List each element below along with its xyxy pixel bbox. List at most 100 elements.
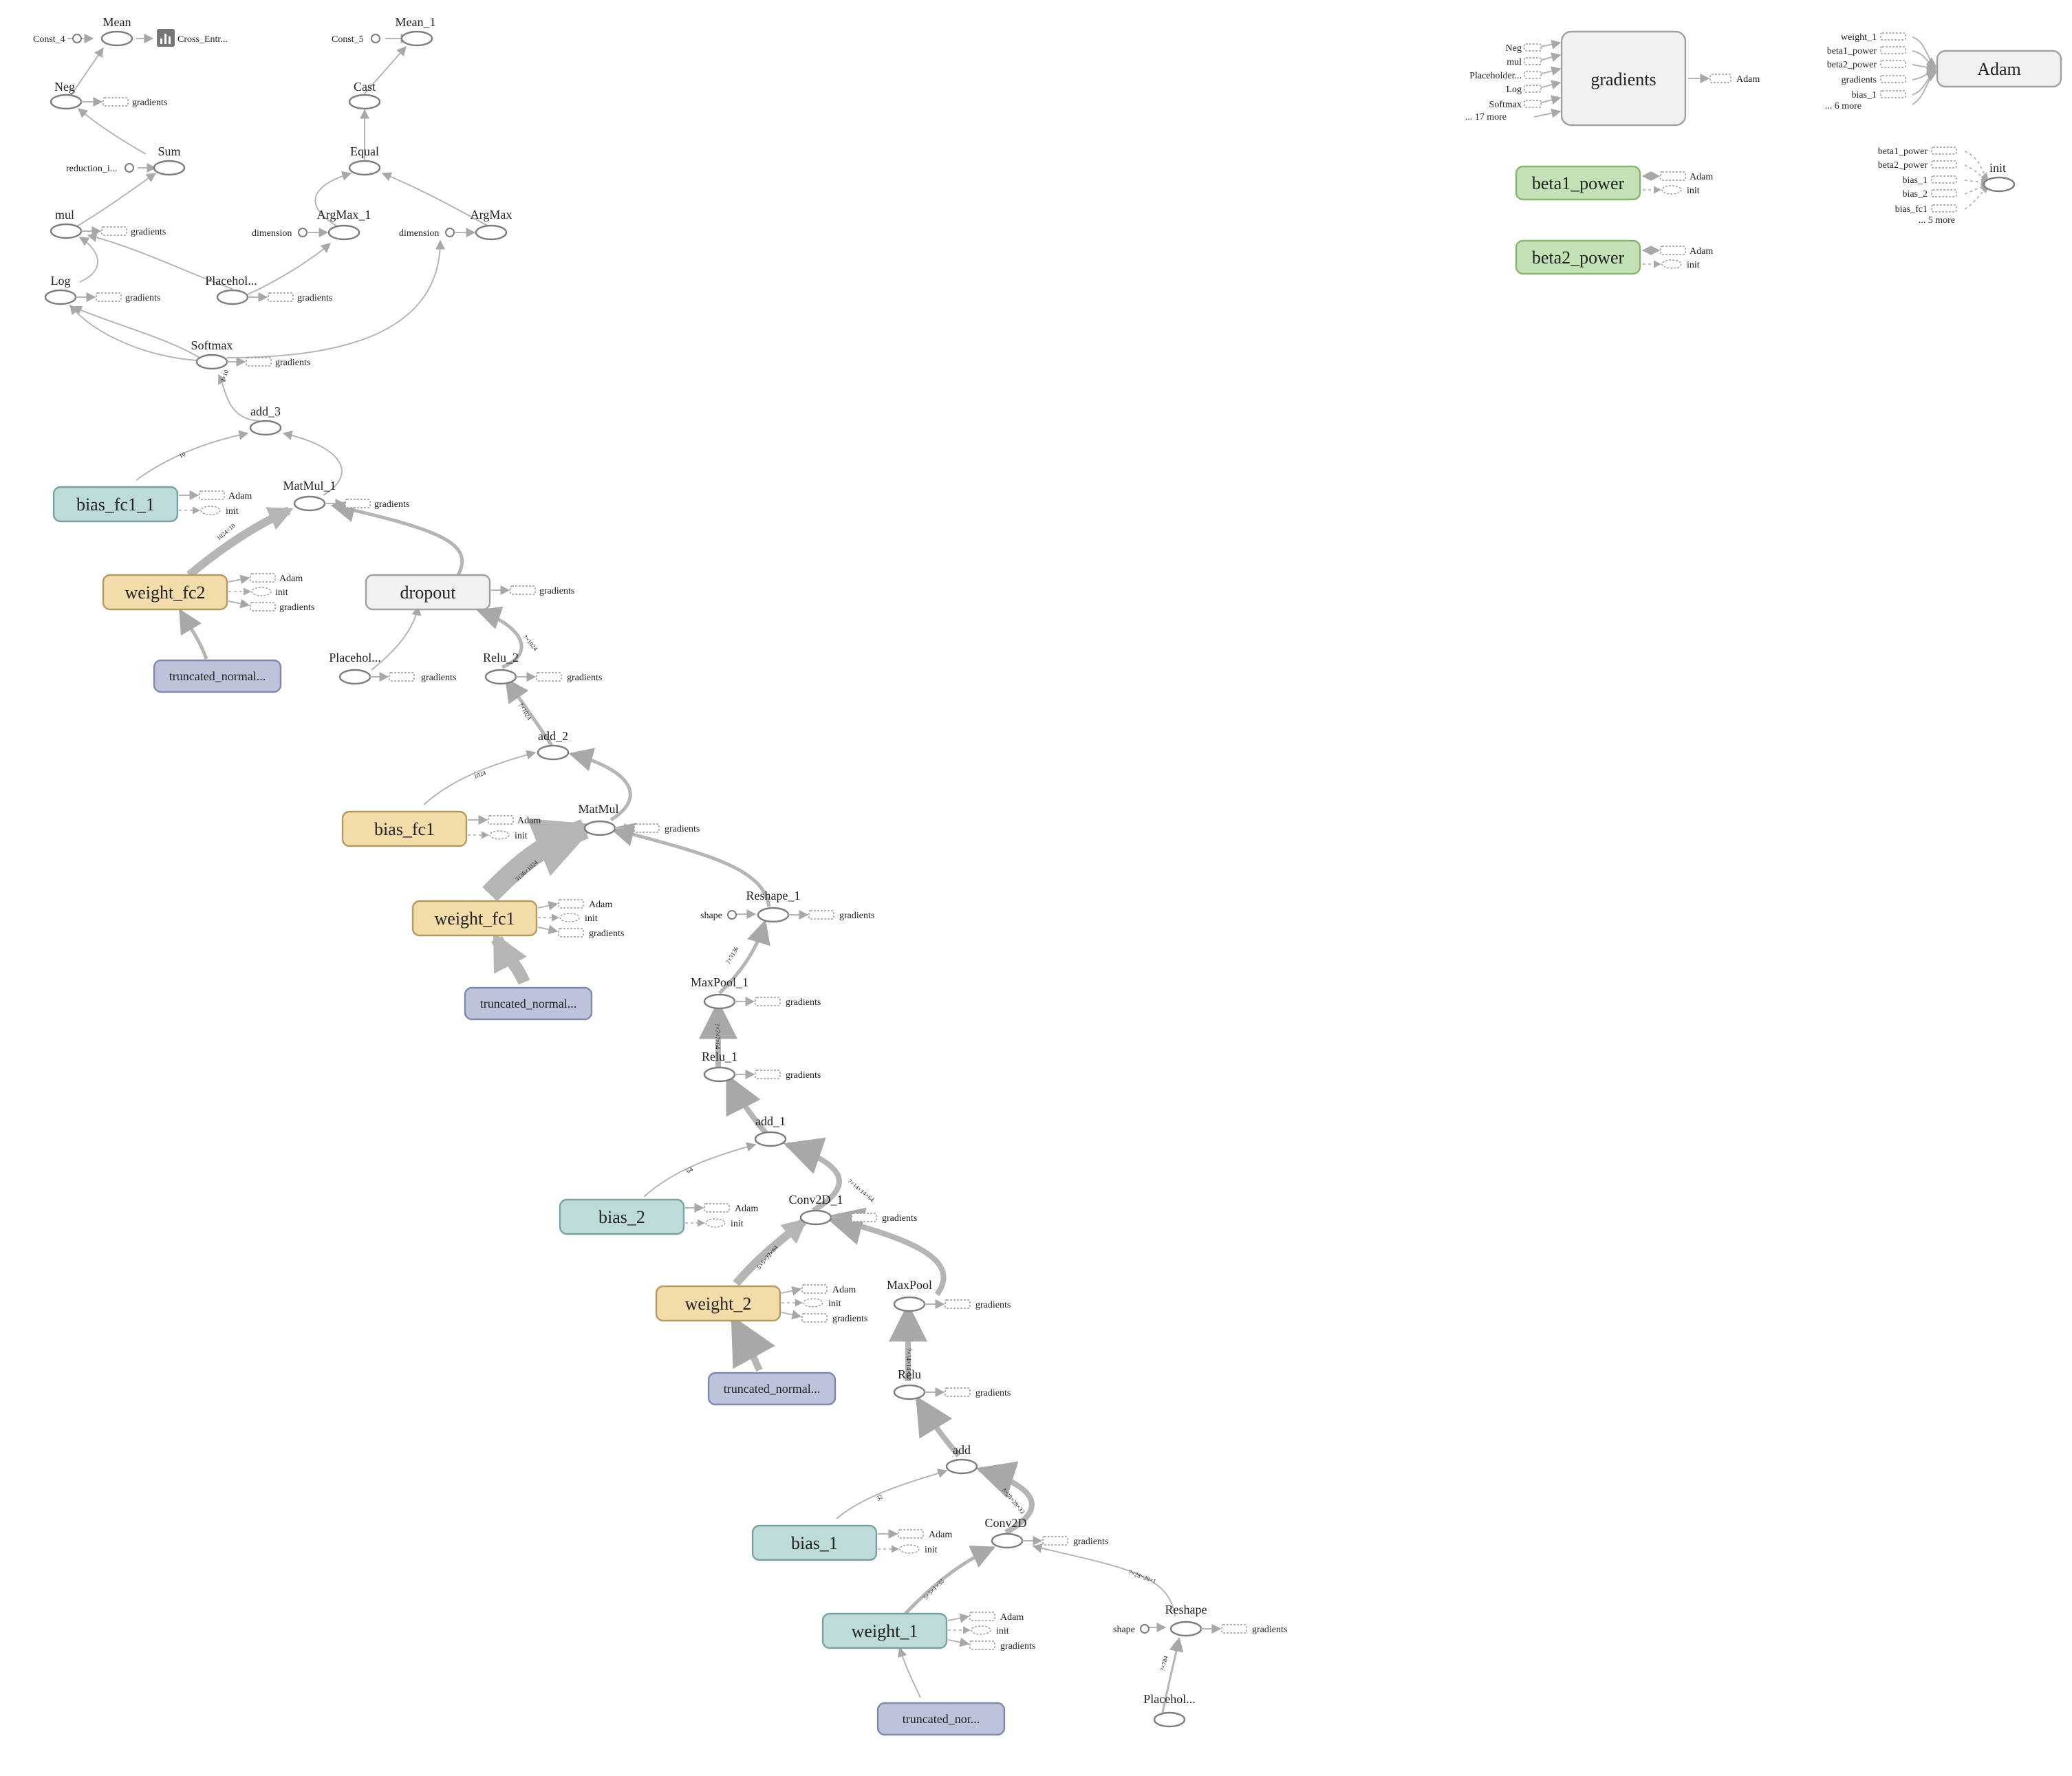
op-node-conv2d-1[interactable]	[799, 1209, 832, 1226]
stub-gradients	[634, 823, 660, 833]
op-node-argmax[interactable]	[475, 224, 508, 241]
node-label: Cast	[354, 80, 376, 94]
op-node-matmul-1[interactable]	[293, 495, 326, 512]
const-node[interactable]	[445, 228, 455, 237]
op-node-relu-2[interactable]	[484, 669, 517, 685]
op-node-reshape-1[interactable]	[757, 907, 790, 923]
node-label: Equal	[350, 144, 379, 158]
stub-gradients	[808, 910, 834, 920]
edge-label: ?×7×7×64	[714, 1024, 721, 1050]
op-node-equal[interactable]	[348, 160, 381, 176]
op-node-reshape[interactable]	[1169, 1621, 1202, 1637]
stub-gradients	[1042, 1536, 1068, 1546]
node-label: MatMul	[578, 802, 618, 816]
const-node[interactable]	[72, 34, 82, 43]
op-node-softmax[interactable]	[195, 354, 228, 370]
initializer-truncated-normal[interactable]	[464, 986, 593, 1021]
stub-gradients	[755, 1070, 781, 1079]
op-node-placeholder[interactable]	[338, 669, 371, 685]
op-node-relu-1[interactable]	[703, 1066, 736, 1083]
op-node-log[interactable]	[44, 289, 77, 305]
node-label: Reshape	[1165, 1603, 1207, 1616]
stub-green	[1880, 46, 1906, 54]
node-label: weight_2	[685, 1294, 752, 1314]
op-node-argmax-1[interactable]	[327, 224, 360, 241]
node-label: shape	[700, 911, 722, 921]
const-node[interactable]	[298, 228, 307, 237]
stub	[1524, 57, 1542, 65]
variable-weight-fc1[interactable]	[411, 900, 538, 937]
stub-init	[251, 587, 272, 596]
stub-gradients	[851, 1213, 877, 1222]
op-node-relu[interactable]	[893, 1384, 926, 1400]
op-node-neg[interactable]	[50, 94, 83, 110]
stub-label: ... 17 more	[1465, 112, 1507, 122]
stub	[1524, 71, 1542, 79]
node-label: Const_4	[33, 34, 65, 45]
node-label: beta2_power	[1532, 248, 1625, 268]
stub-label: Adam	[929, 1530, 952, 1540]
node-label: truncated_normal...	[169, 669, 266, 683]
op-node-maxpool[interactable]	[893, 1296, 926, 1312]
stub-label: gradients	[786, 1070, 821, 1081]
variable-weight-2[interactable]	[655, 1285, 781, 1322]
stub-label: bias_fc1	[1895, 204, 1928, 215]
stub-label: init	[275, 587, 288, 598]
node-label: shape	[1113, 1625, 1135, 1635]
namespace-dropout[interactable]	[365, 574, 491, 611]
op-node-maxpool-1[interactable]	[703, 993, 736, 1010]
variable-bias-fc1-1[interactable]	[52, 486, 179, 523]
op-node-init[interactable]	[1983, 176, 2016, 193]
op-node-mul[interactable]	[50, 223, 83, 239]
op-node-add-2[interactable]	[537, 744, 570, 761]
initializer-truncated-normal[interactable]	[153, 659, 282, 693]
variable-weight-fc2[interactable]	[102, 574, 228, 611]
variable-bias-1[interactable]	[751, 1524, 878, 1561]
variable-bias-fc1[interactable]	[341, 810, 468, 847]
op-node-matmul[interactable]	[583, 820, 616, 836]
stub-teal	[1880, 32, 1906, 41]
namespace-gradients[interactable]	[1560, 30, 1687, 127]
node-label: dropout	[400, 583, 457, 603]
stub-label: gradients	[589, 929, 624, 939]
stub-gradients	[510, 585, 536, 595]
op-node-placeholder[interactable]	[1153, 1711, 1186, 1728]
stub-adam	[558, 899, 584, 909]
stub-green	[1931, 147, 1957, 155]
stub-init	[971, 1625, 991, 1635]
op-node-placeholder[interactable]	[216, 289, 249, 305]
variable-weight-1[interactable]	[821, 1612, 948, 1649]
op-node-conv2d[interactable]	[991, 1533, 1024, 1549]
op-node-add-1[interactable]	[754, 1131, 787, 1147]
const-node[interactable]	[125, 163, 134, 173]
stub-label: gradients	[975, 1388, 1011, 1398]
initializer-truncated-nor[interactable]	[876, 1702, 1006, 1736]
stub	[1660, 171, 1686, 181]
initializer-truncated-normal[interactable]	[707, 1372, 837, 1406]
stub-label: init	[996, 1626, 1009, 1636]
op-node-add[interactable]	[945, 1458, 978, 1475]
stub-label: init	[1687, 186, 1700, 196]
op-node-mean-1[interactable]	[400, 30, 433, 47]
fc2-layer: add_3 bias_fc1_1 Adam init MatMul_1 grad…	[52, 404, 602, 693]
const-node[interactable]	[371, 34, 380, 43]
node-label: bias_1	[791, 1533, 838, 1553]
stub-gradients	[389, 672, 415, 682]
stub-label: Adam	[589, 900, 612, 910]
namespace-adam[interactable]	[1936, 50, 2062, 88]
node-label: Relu_1	[702, 1050, 737, 1063]
op-node-sum[interactable]	[153, 160, 186, 176]
stub	[1524, 43, 1542, 52]
variable-beta1-power[interactable]	[1515, 165, 1641, 201]
variable-beta2-power[interactable]	[1515, 239, 1641, 275]
op-node-cast[interactable]	[348, 94, 381, 110]
op-node-add-3[interactable]	[249, 420, 282, 436]
const-node[interactable]	[1140, 1624, 1150, 1634]
edge-label: 5×5×1×32	[922, 1578, 945, 1601]
edge-label: ?×1024	[521, 633, 539, 653]
variable-bias-2[interactable]	[559, 1198, 685, 1235]
const-node[interactable]	[727, 910, 737, 920]
op-node-mean[interactable]	[100, 30, 133, 47]
edge-label: ?×14×14×64	[847, 1178, 876, 1204]
